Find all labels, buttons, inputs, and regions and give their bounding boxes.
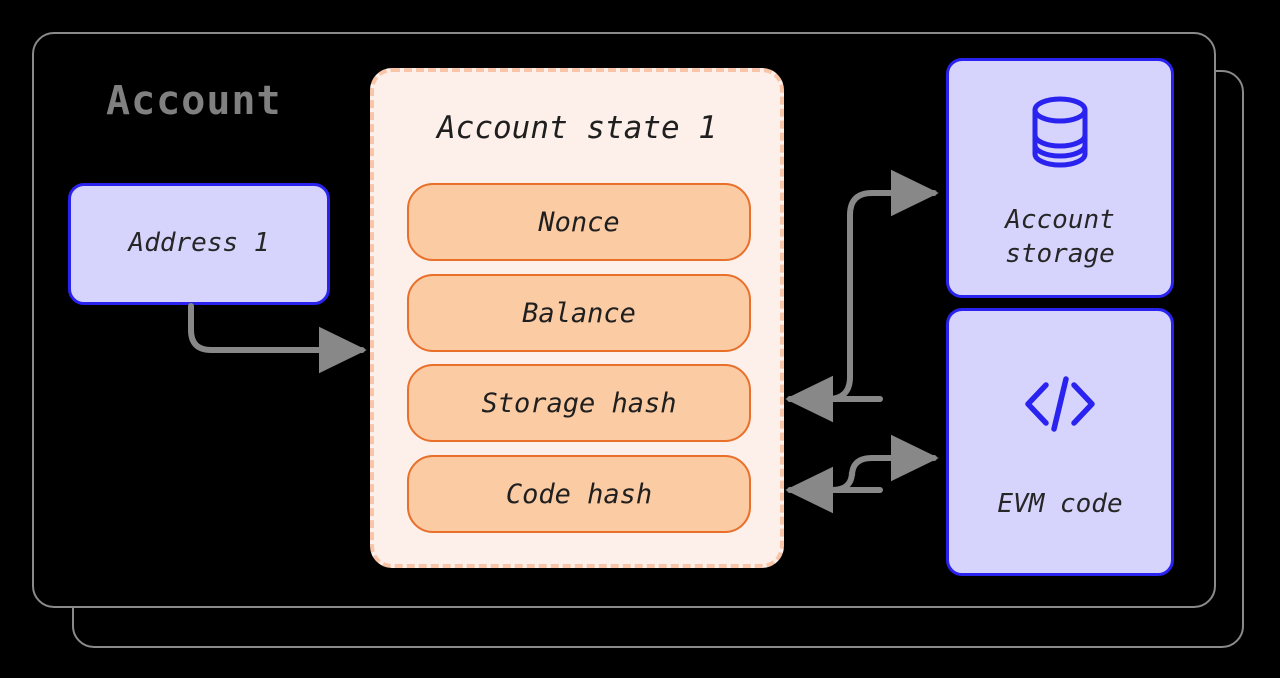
database-icon: [1029, 95, 1091, 178]
address-1-label: Address 1: [128, 228, 270, 259]
state-field-code-hash-label: Code hash: [505, 478, 653, 510]
state-field-balance[interactable]: Balance: [407, 274, 751, 352]
page-title: Account: [106, 78, 282, 124]
node-address-1[interactable]: Address 1: [68, 183, 330, 305]
account-storage-label-line2: storage: [1005, 238, 1115, 269]
node-account-state-1[interactable]: Account state 1 Nonce Balance Storage ha…: [370, 68, 784, 568]
node-evm-code[interactable]: EVM code: [946, 308, 1174, 576]
node-account-storage[interactable]: Account storage: [946, 58, 1174, 298]
state-field-nonce-label: Nonce: [538, 206, 620, 238]
state-field-storage-hash-label: Storage hash: [481, 387, 677, 419]
account-state-title: Account state 1: [437, 110, 717, 146]
account-storage-label-line1: Account: [1005, 205, 1115, 236]
state-field-balance-label: Balance: [522, 297, 636, 329]
state-field-code-hash[interactable]: Code hash: [407, 455, 751, 533]
state-field-nonce[interactable]: Nonce: [407, 183, 751, 261]
code-brackets-icon: [1020, 373, 1100, 444]
state-field-storage-hash[interactable]: Storage hash: [407, 364, 751, 442]
evm-code-label: EVM code: [997, 489, 1123, 520]
